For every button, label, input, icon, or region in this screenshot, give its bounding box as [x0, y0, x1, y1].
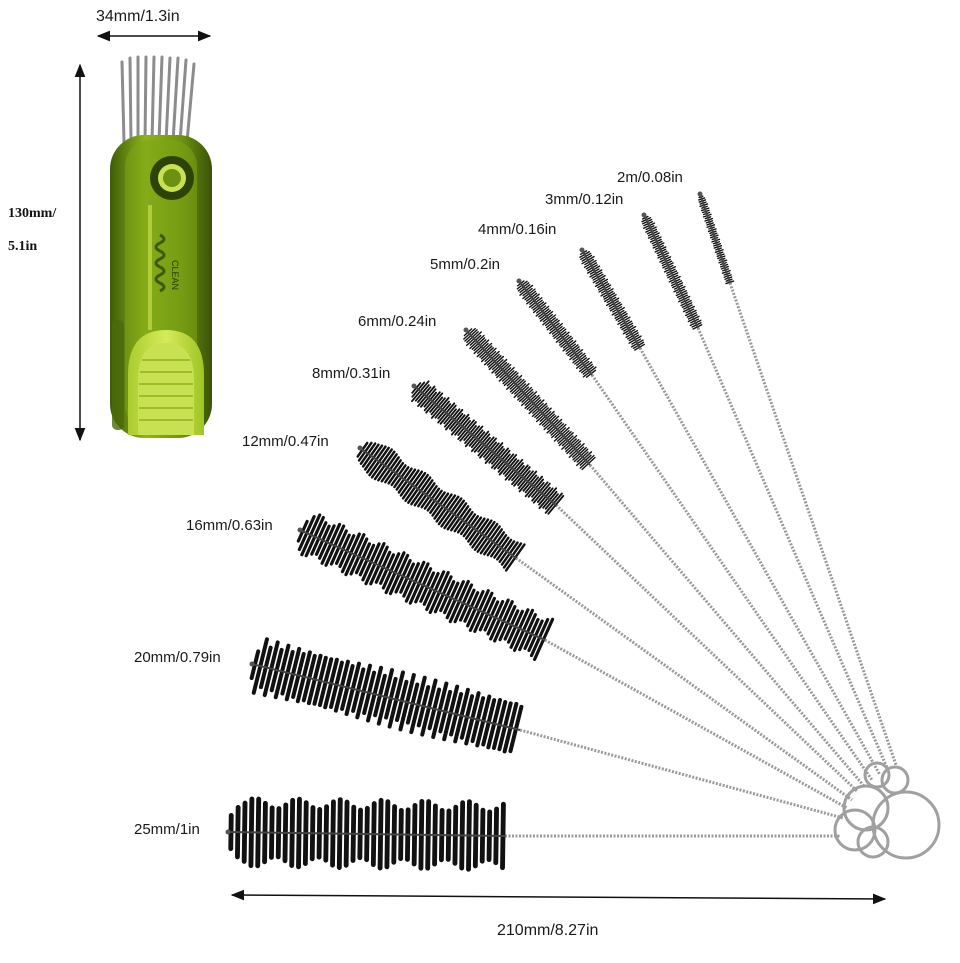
brush-wire-handle: [544, 638, 848, 810]
brush-tip: [249, 661, 255, 667]
brush-size-label: 25mm/1in: [134, 821, 200, 838]
brush-tip: [697, 191, 703, 197]
brush-tip: [641, 212, 647, 218]
brush-wire-handle: [554, 503, 860, 794]
cleaning-brush: [463, 327, 866, 787]
tool-width-label: 34mm/1.3in: [96, 8, 180, 25]
brush-wire-handle: [590, 374, 874, 781]
brush-tip: [516, 278, 522, 284]
small-key-ring: [880, 765, 910, 795]
large-key-ring: [871, 790, 941, 860]
cleaning-brush: [296, 513, 848, 810]
small-key-ring: [863, 761, 891, 789]
brush-wire-handle: [588, 464, 866, 787]
brush-size-label: 16mm/0.63in: [186, 517, 273, 534]
total-length-label: 210mm/8.27in: [497, 922, 599, 939]
cleaning-brush: [411, 380, 860, 794]
length-dimension-arrow: [230, 889, 887, 905]
brush-size-label: 8mm/0.31in: [312, 365, 391, 382]
tool-height-label-line1: 130mm/: [8, 206, 57, 221]
brush-size-label: 2m/0.08in: [617, 169, 683, 186]
cleaning-brush: [697, 191, 898, 766]
small-key-ring: [833, 808, 877, 852]
brush-tip: [297, 527, 303, 533]
tool-height-label-line2: 5.1in: [8, 239, 38, 254]
brush-tip: [411, 383, 417, 389]
svg-text:CLEAN: CLEAN: [170, 260, 180, 290]
small-key-ring: [856, 825, 890, 859]
brush-size-label: 20mm/0.79in: [134, 649, 221, 666]
brush-tip: [225, 829, 231, 835]
brush-set: [225, 191, 898, 872]
brush-tip: [357, 445, 363, 451]
brush-size-label: 4mm/0.16in: [478, 221, 557, 238]
cleaning-brush: [641, 212, 890, 771]
brush-size-label: 5mm/0.2in: [430, 256, 501, 273]
brush-tip: [579, 247, 585, 253]
brush-size-label: 6mm/0.24in: [358, 313, 437, 330]
cleaning-brush: [249, 637, 844, 820]
tool-bristles: [120, 55, 196, 144]
brush-wire-handle: [696, 327, 890, 771]
cleaning-brush: [579, 247, 882, 776]
brush-bristle-head: [249, 637, 524, 754]
brush-wire-handle: [519, 728, 844, 820]
brush-size-label: 3mm/0.12in: [545, 191, 624, 208]
brush-wire-handle: [728, 282, 898, 766]
cleaning-brush: [516, 278, 874, 781]
small-key-ring: [842, 784, 890, 832]
brush-wire-handle: [515, 556, 853, 802]
brush-size-label: 12mm/0.47in: [242, 433, 329, 450]
cleaning-brush: [356, 441, 853, 802]
key-rings: [833, 761, 941, 860]
cleaning-tool: CLEAN: [110, 55, 212, 438]
brush-tip: [463, 327, 469, 333]
cleaning-brush: [225, 796, 840, 872]
brush-wire-handle: [638, 347, 882, 776]
